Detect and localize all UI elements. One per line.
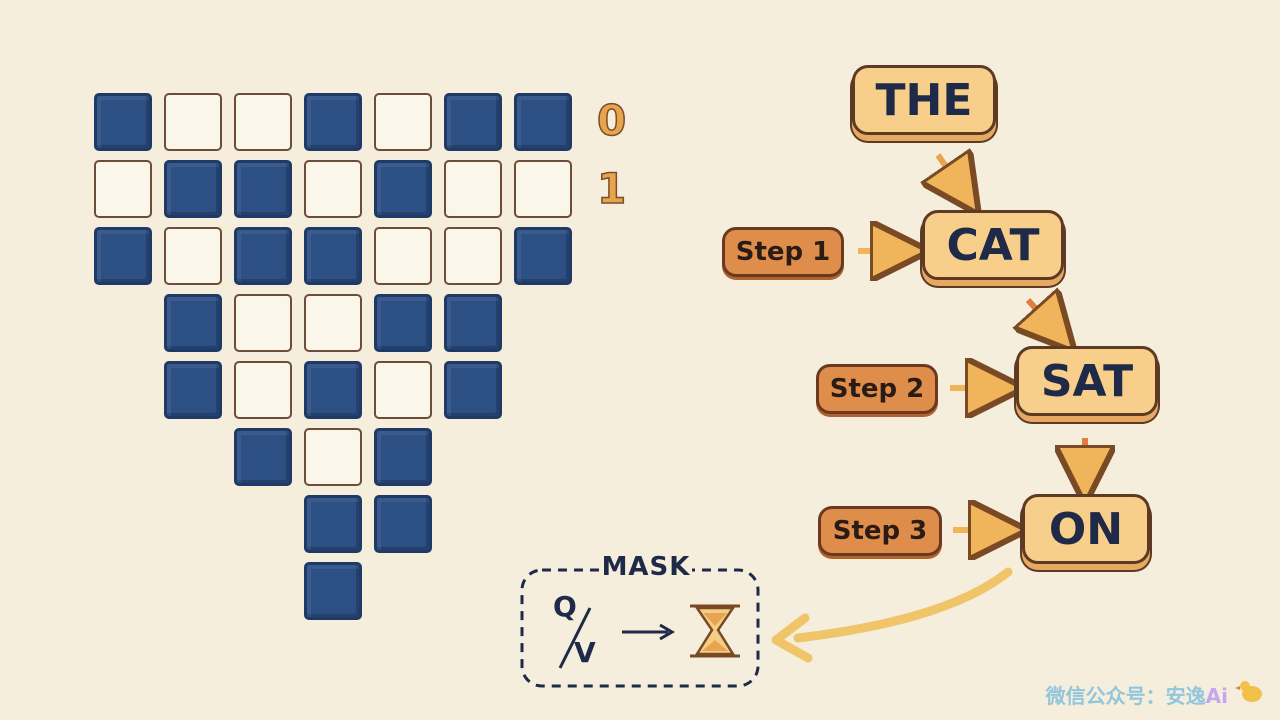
mask-v-label: V <box>574 636 596 669</box>
grid-cell-r5-c2 <box>234 428 292 486</box>
grid-cell-r5-c3 <box>304 428 362 486</box>
grid-cell-r1-c4 <box>374 160 432 218</box>
grid-cell-r0-c1 <box>164 93 222 151</box>
grid-cell-r0-c5 <box>444 93 502 151</box>
grid-cell-r2-c2 <box>234 227 292 285</box>
grid-cell-r0-c0 <box>94 93 152 151</box>
arrow-on-mask <box>793 567 1013 643</box>
grid-cell-r7-c3 <box>304 562 362 620</box>
arrow-the-cat <box>938 155 962 190</box>
grid-cell-r1-c0 <box>94 160 152 218</box>
word-sat: SAT <box>1016 346 1158 416</box>
grid-cell-r2-c0 <box>94 227 152 285</box>
footer-ai: Ai <box>1205 684 1228 708</box>
mask-box <box>520 568 760 688</box>
step-3-label: Step 3 <box>818 506 942 556</box>
grid-cell-r3-c5 <box>444 294 502 352</box>
mask-arrow-head <box>659 623 675 641</box>
grid-cell-r6-c3 <box>304 495 362 553</box>
grid-cell-r2-c4 <box>374 227 432 285</box>
grid-cell-r3-c3 <box>304 294 362 352</box>
grid-cell-r2-c3 <box>304 227 362 285</box>
bird-icon <box>1235 681 1262 702</box>
mask-q-label: Q <box>553 590 577 623</box>
arrow-cat-sat <box>1028 300 1055 330</box>
grid-cell-r1-c2 <box>234 160 292 218</box>
grid-cell-r3-c2 <box>234 294 292 352</box>
grid-cell-r4-c3 <box>304 361 362 419</box>
grid-cell-r2-c1 <box>164 227 222 285</box>
word-the: THE <box>852 65 996 135</box>
grid-cell-r6-c4 <box>374 495 432 553</box>
step-2-label: Step 2 <box>816 364 938 414</box>
row-label-0: 0 <box>596 95 627 146</box>
grid-cell-r2-c6 <box>514 227 572 285</box>
grid-cell-r4-c5 <box>444 361 502 419</box>
grid-cell-r4-c4 <box>374 361 432 419</box>
grid-cell-r0-c3 <box>304 93 362 151</box>
qv-slash <box>558 607 592 669</box>
grid-cell-r1-c6 <box>514 160 572 218</box>
word-cat: CAT <box>922 210 1064 280</box>
hourglass-icon <box>690 604 740 658</box>
grid-cell-r4-c1 <box>164 361 222 419</box>
arrow-on-mask-head <box>771 613 813 663</box>
grid-cell-r3-c1 <box>164 294 222 352</box>
footer-watermark: 微信公众号：安逸Ai <box>1046 680 1228 709</box>
word-on: ON <box>1022 494 1150 564</box>
grid-cell-r1-c3 <box>304 160 362 218</box>
grid-cell-r5-c4 <box>374 428 432 486</box>
grid-cell-r2-c5 <box>444 227 502 285</box>
footer-text: 微信公众号：安逸 <box>1045 684 1206 708</box>
grid-cell-r1-c1 <box>164 160 222 218</box>
grid-cell-r0-c6 <box>514 93 572 151</box>
grid-cell-r0-c4 <box>374 93 432 151</box>
grid-cell-r3-c4 <box>374 294 432 352</box>
grid-cell-r1-c5 <box>444 160 502 218</box>
step-1-label: Step 1 <box>722 227 844 277</box>
grid-cell-r4-c2 <box>234 361 292 419</box>
mask-title: MASK <box>600 552 692 582</box>
row-label-1: 1 <box>596 163 627 214</box>
grid-cell-r0-c2 <box>234 93 292 151</box>
